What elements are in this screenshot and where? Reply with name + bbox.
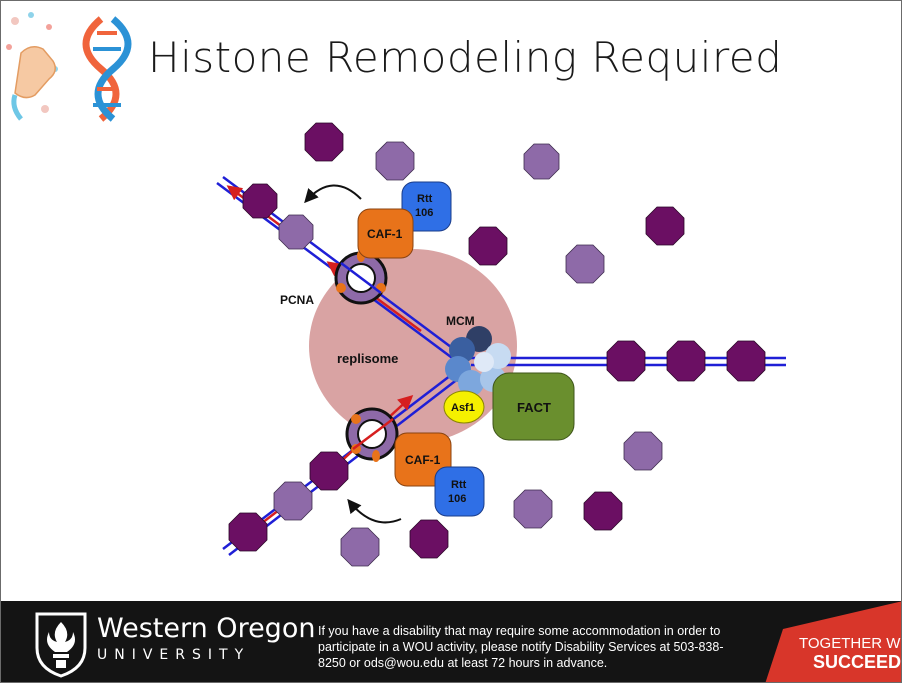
nucleosome (726, 340, 766, 382)
parental-nucleosomes (606, 340, 766, 382)
tagline-line-1: TOGETHER WE (799, 635, 902, 652)
free-histones-light (340, 141, 663, 567)
histone-octamer (375, 141, 415, 181)
footer-bar (1, 601, 901, 682)
nucleosome (309, 451, 349, 491)
rtt106-top (401, 181, 452, 232)
histone-octamer (340, 527, 380, 567)
rtt106-bottom-label-1: Rtt (451, 479, 467, 491)
pcna-ring-bottom (345, 407, 399, 462)
rtt106-top-label-2: 106 (415, 207, 433, 219)
pcna-label: PCNA (280, 293, 314, 307)
replisome-label: replisome (337, 351, 398, 366)
nucleosome (606, 340, 646, 382)
rtt106-bottom-label-2: 106 (448, 493, 466, 505)
disability-notice: If you have a disability that may requir… (318, 624, 724, 670)
university-name: Western Oregon (97, 613, 316, 644)
replication-fork-diagram: replisome (216, 122, 786, 567)
histone-octamer (523, 143, 560, 180)
histone-octamer (513, 489, 553, 529)
nucleosome (242, 183, 278, 219)
histone-octamer (468, 226, 508, 266)
fact-complex (492, 372, 575, 441)
wou-torch-seal-icon (35, 612, 87, 678)
slide-title: Histone Remodeling Required (148, 33, 783, 82)
nucleosome (228, 512, 268, 552)
histone-octamer (623, 431, 663, 471)
dna-hand-logo-icon (6, 12, 132, 122)
university-subtitle: UNIVERSITY (97, 647, 251, 663)
asf1-label: Asf1 (451, 402, 475, 414)
nucleosome (666, 340, 706, 382)
tagline-line-2: SUCCEED (813, 652, 902, 672)
asf1 (443, 390, 485, 424)
footer-accent-shape (765, 601, 901, 682)
histone-octamer (409, 519, 449, 559)
histone-octamer (565, 244, 605, 284)
caf1-top-label: CAF-1 (367, 227, 403, 241)
nucleosome (273, 481, 313, 521)
caf1-top (357, 208, 414, 259)
free-histones-dark (304, 122, 685, 559)
nucleosome (278, 214, 314, 250)
mcm-helicase (445, 326, 511, 396)
histone-octamer (583, 491, 623, 531)
histone-octamer (304, 122, 344, 162)
caf1-bottom-label: CAF-1 (405, 453, 441, 467)
fact-label: FACT (517, 400, 551, 415)
histone-octamer (645, 206, 685, 246)
deposition-arrow-top (304, 184, 362, 204)
rtt106-top-label-1: Rtt (417, 193, 433, 205)
mcm-label: MCM (446, 314, 475, 328)
rtt106-bottom (434, 466, 485, 517)
daughter-nucleosomes (228, 183, 349, 552)
deposition-arrow-bottom (347, 498, 402, 524)
